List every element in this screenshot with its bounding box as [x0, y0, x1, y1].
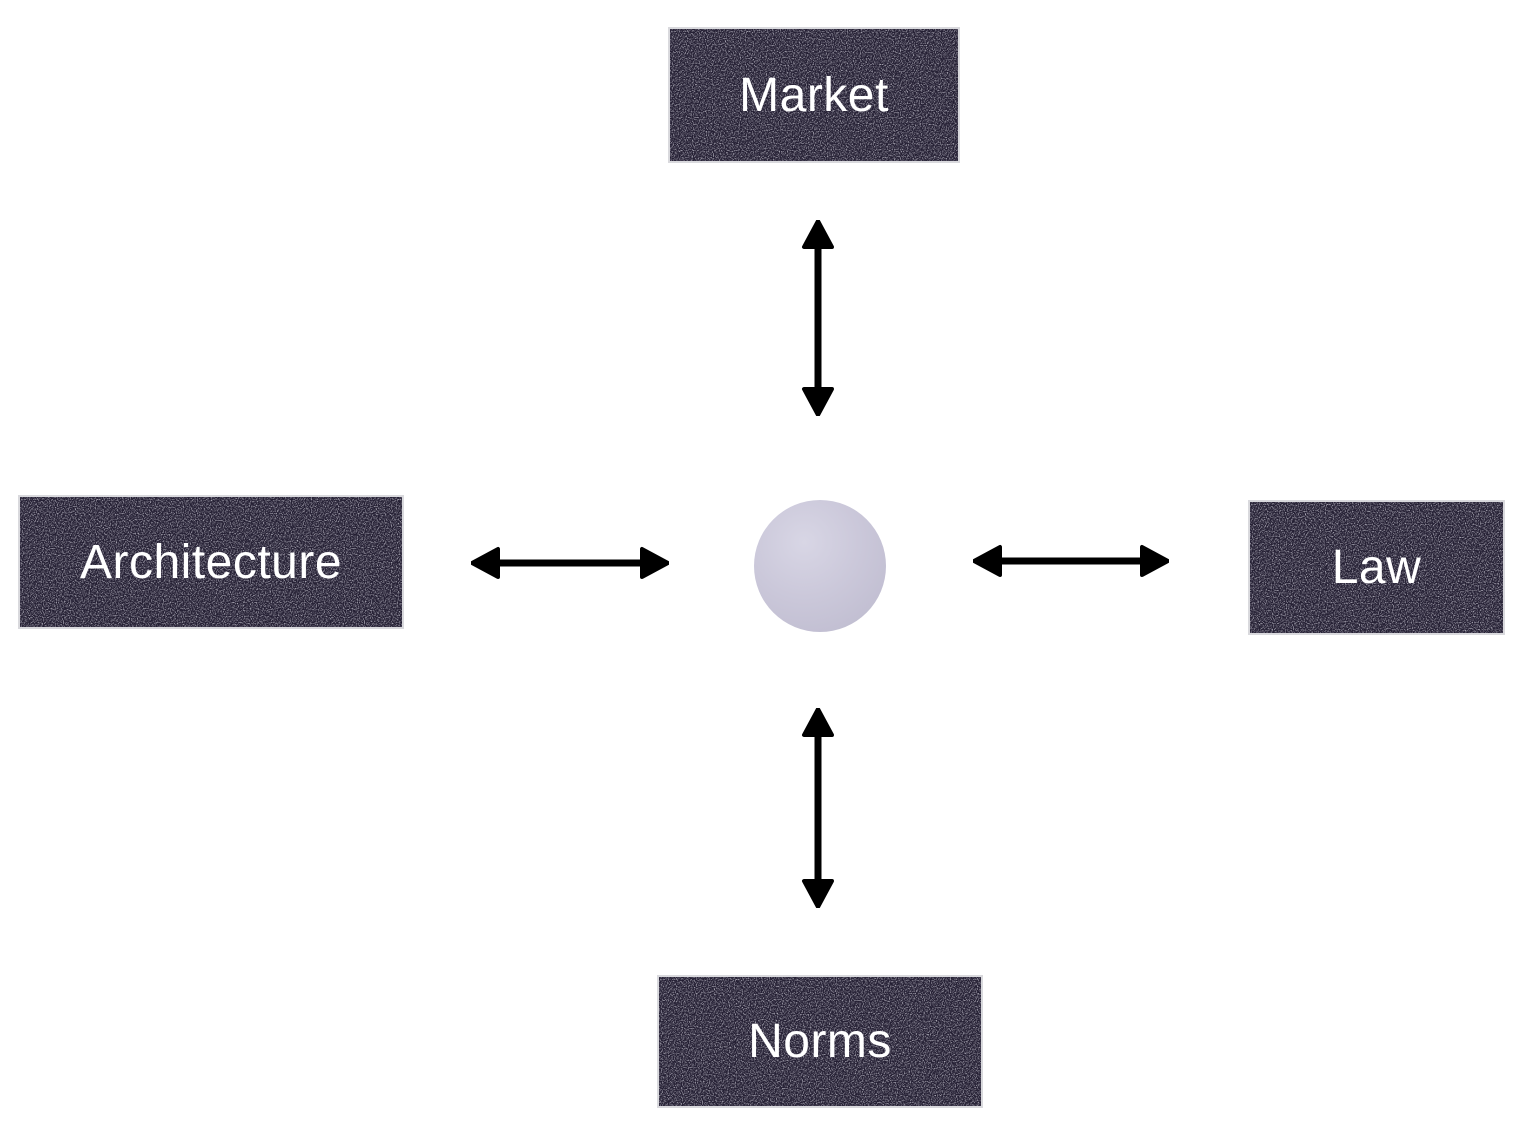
arrow-center-architecture: [471, 547, 669, 579]
node-law-label: Law: [1331, 541, 1422, 594]
speckle-texture: [1250, 502, 1503, 633]
node-norms: Norms: [657, 975, 983, 1108]
node-market-label: Market: [739, 68, 889, 122]
arrow-center-market: [802, 220, 834, 416]
node-architecture: Architecture: [18, 495, 404, 629]
node-architecture-label: Architecture: [79, 535, 343, 589]
center-dot: [754, 500, 886, 632]
speckle-texture: [20, 497, 402, 627]
arrow-center-norms: [802, 708, 834, 908]
node-market: Market: [668, 27, 960, 163]
speckle-texture: [670, 29, 958, 161]
arrow-center-law: [973, 545, 1169, 577]
node-norms-label: Norms: [748, 1015, 892, 1068]
speckle-texture: [659, 977, 981, 1106]
node-law: Law: [1248, 500, 1505, 635]
